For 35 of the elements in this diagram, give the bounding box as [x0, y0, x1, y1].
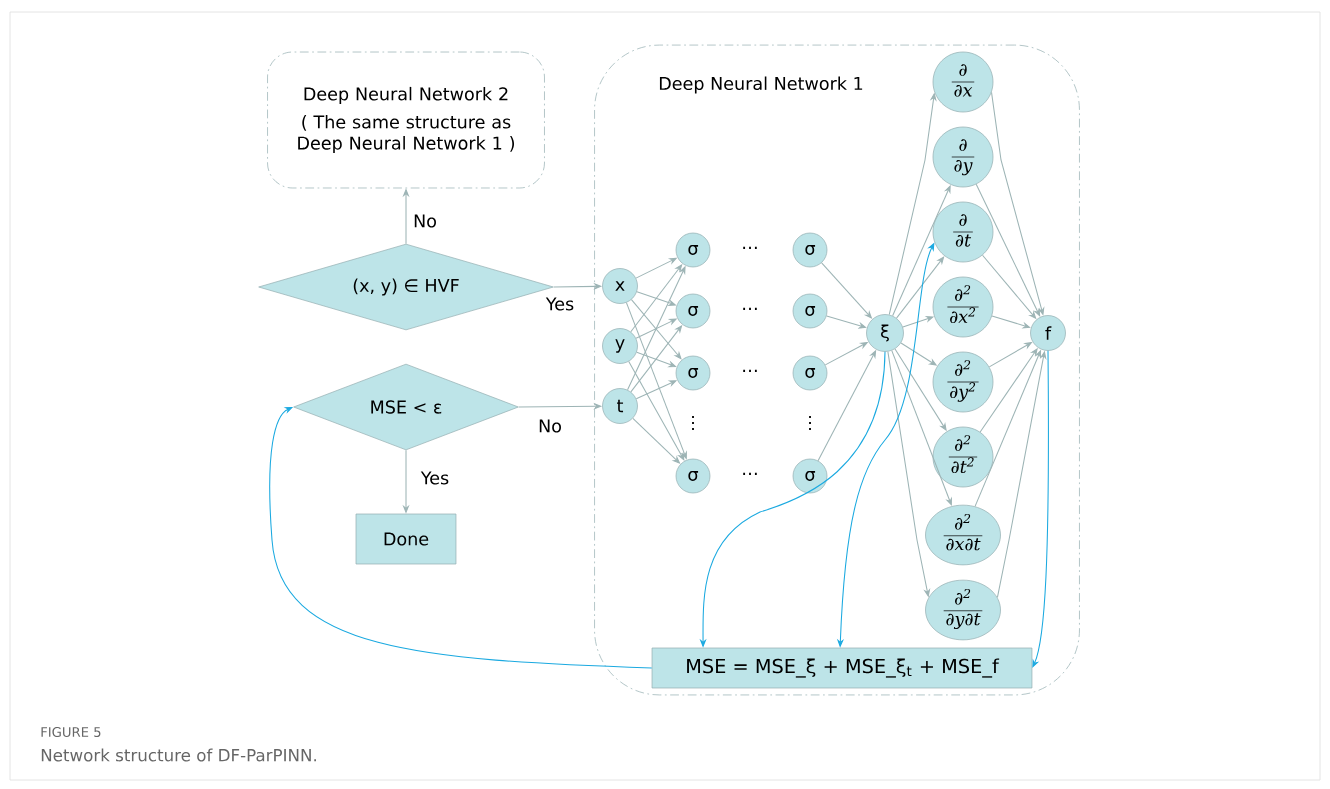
ellipsis-dots: ⋮	[692, 415, 694, 431]
arrow	[826, 315, 867, 329]
arrow	[630, 299, 682, 360]
derivative-operator: ∂ ∂t	[932, 201, 994, 263]
output-neuron: ξ	[866, 314, 904, 352]
residual-neuron: f	[1030, 315, 1066, 351]
ellipsis-dots: ⋯	[743, 246, 757, 249]
loss-box: MSE = MSE_ξ + MSE_ξ$_{t}$ + MSE_f	[651, 647, 1033, 689]
edge-label: No	[536, 417, 564, 435]
input-neuron: y	[602, 328, 638, 364]
derivative-operator: ∂ ∂y	[932, 126, 994, 188]
derivative-operator: ∂$^{2}$ ∂x∂t	[925, 504, 1001, 566]
caption: Network structure of DF-ParPINN.	[41, 748, 316, 762]
ellipsis-dots: ⋯	[743, 472, 757, 475]
ellipsis-dots: ⋯	[743, 307, 757, 310]
edge-label: Yes	[419, 469, 451, 487]
arrow	[269, 407, 653, 669]
terminal-box: Done	[355, 513, 457, 565]
arrow	[1032, 350, 1049, 668]
derivative-operator: ∂$^{2}$ ∂y$^{2}$	[932, 351, 994, 413]
arrow	[975, 183, 1041, 317]
arrow	[628, 361, 685, 461]
figure-number: FIGURE 5	[41, 727, 101, 737]
input-neuron: t	[602, 388, 638, 424]
network-box: Deep Neural Network 2 ( The same structure as Deep Neural Network 1 )	[267, 51, 545, 189]
edge-label: No	[411, 212, 439, 230]
derivative-operator: ∂$^{2}$ ∂t$^{2}$	[932, 426, 994, 488]
ellipsis-dots: ⋮	[809, 415, 811, 431]
derivative-operator: ∂ ∂x	[932, 51, 994, 113]
derivative-operator: ∂$^{2}$ ∂x$^{2}$	[932, 276, 994, 338]
input-neuron: x	[602, 268, 638, 304]
ellipsis-dots: ⋯	[743, 369, 757, 372]
arrow	[991, 315, 1031, 329]
arrow	[896, 256, 945, 319]
derivative-operator: ∂$^{2}$ ∂y∂t	[925, 579, 1001, 641]
